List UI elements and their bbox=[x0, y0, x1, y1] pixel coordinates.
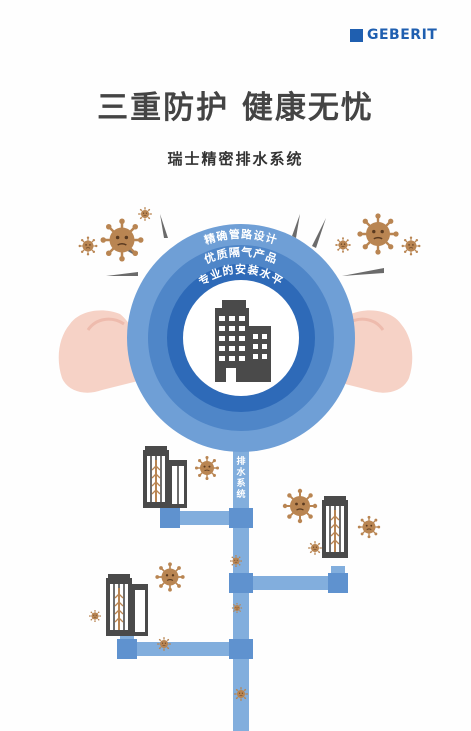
virus-icon bbox=[356, 212, 400, 256]
pipe-label-4: 统 bbox=[236, 488, 245, 500]
virus-icon bbox=[156, 636, 172, 652]
virus-icon bbox=[137, 206, 153, 222]
virus-icon bbox=[307, 540, 323, 556]
ring-text-outer: 精确管路设计 bbox=[203, 227, 280, 247]
building-icon bbox=[105, 573, 148, 637]
drain-pipe-icon bbox=[117, 450, 348, 731]
logo-square-icon bbox=[350, 28, 363, 42]
virus-icon bbox=[229, 554, 243, 568]
virus-icon bbox=[154, 561, 186, 593]
virus-icon bbox=[231, 602, 243, 614]
flexed-arm-icon bbox=[58, 310, 142, 393]
pipe-label-2: 水 bbox=[236, 466, 246, 478]
pipe-label-3: 系 bbox=[236, 477, 245, 489]
building-icon bbox=[215, 300, 271, 382]
virus-icon bbox=[194, 455, 220, 481]
headline: 三重防护 健康无忧 bbox=[97, 90, 374, 126]
building-icon bbox=[321, 495, 349, 559]
virus-icon bbox=[77, 235, 99, 257]
virus-icon bbox=[99, 217, 145, 263]
virus-icon bbox=[400, 235, 422, 257]
brand-logo: GEBERIT bbox=[350, 27, 437, 43]
virus-icon bbox=[357, 515, 381, 539]
virus-icon bbox=[281, 487, 319, 525]
building-icon bbox=[142, 445, 187, 509]
virus-icon bbox=[233, 686, 249, 702]
brand-name: GEBERIT bbox=[367, 27, 438, 43]
virus-icon bbox=[334, 236, 352, 254]
subheadline: 瑞士精密排水系统 bbox=[167, 150, 304, 168]
pipe-label-1: 排 bbox=[236, 455, 245, 467]
virus-icon bbox=[88, 609, 102, 623]
ring-text-middle: 优质隔气产品 bbox=[202, 245, 279, 267]
